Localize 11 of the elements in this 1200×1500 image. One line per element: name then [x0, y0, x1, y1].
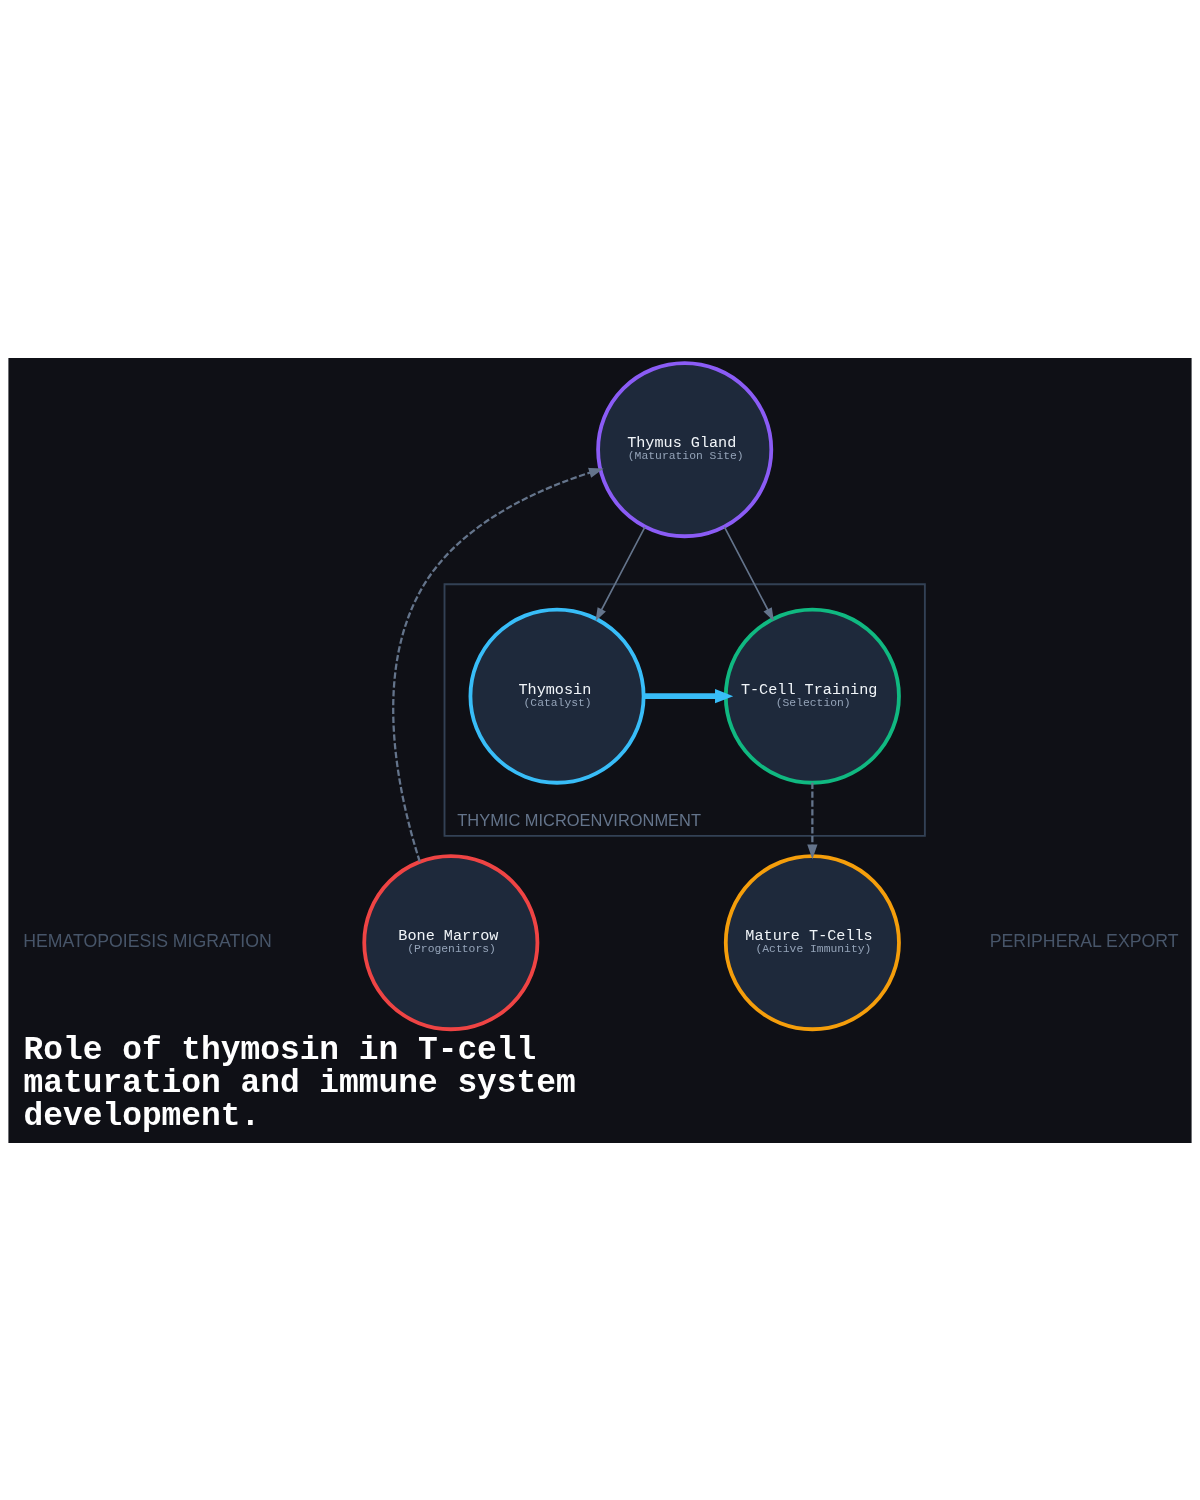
- node-circle: Mature T-Cells (Active Immunity): [723, 853, 901, 1031]
- arrow: [595, 525, 646, 621]
- arrow: [723, 525, 774, 621]
- node-circle: Bone Marrow (Progenitors): [362, 853, 540, 1031]
- node-circle: Thymus Gland (Maturation Site): [596, 360, 774, 538]
- diagram-title: Role of thymosin in T-cell maturation and immune system development.: [23, 1031, 576, 1135]
- label: HEMATOPOIESIS MIGRATION: [23, 930, 272, 951]
- arrow: [807, 782, 818, 859]
- label: PERIPHERAL EXPORT: [989, 930, 1179, 951]
- arrow: [392, 467, 604, 862]
- arrow: [643, 688, 734, 703]
